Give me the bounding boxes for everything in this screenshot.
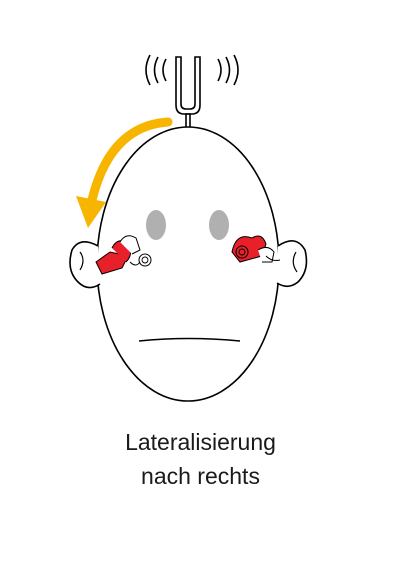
right-inner-ear — [231, 235, 281, 263]
sound-wave-right-icon — [217, 54, 239, 86]
mouth — [138, 337, 241, 342]
caption-line-2: nach rechts — [141, 463, 260, 489]
sound-wave-left-icon — [145, 54, 167, 86]
tuning-fork-icon — [175, 56, 201, 135]
caption: Lateralisierung nach rechts — [0, 425, 401, 493]
left-outer-ear — [69, 241, 101, 289]
right-eye — [209, 210, 229, 240]
left-inner-ear — [95, 235, 152, 275]
left-eye — [146, 210, 166, 240]
curved-arrow-icon — [76, 117, 173, 228]
right-outer-ear — [276, 240, 308, 288]
caption-line-1: Lateralisierung — [125, 429, 276, 455]
